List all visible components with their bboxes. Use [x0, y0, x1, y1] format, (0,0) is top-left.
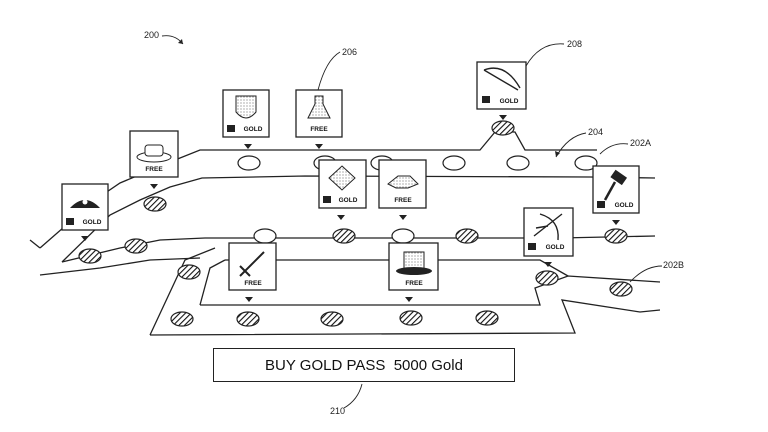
- path-node-completed: [78, 248, 102, 264]
- middle-track-outline: [39, 235, 656, 276]
- reward-tile-sword[interactable]: FREE: [228, 242, 277, 302]
- path-node: [253, 228, 277, 244]
- tile-label: GOLD: [339, 197, 358, 204]
- leader-arrowhead: [178, 39, 183, 44]
- hammer-icon: [610, 169, 628, 186]
- tile-label: FREE: [145, 166, 163, 173]
- tile-pointer: [544, 262, 552, 267]
- tile-pointer: [399, 215, 407, 220]
- ref-path-202a: 202A: [630, 138, 651, 148]
- tile-pointer: [150, 184, 158, 189]
- handshake-icon: [387, 175, 419, 189]
- tile-pointer: [245, 297, 253, 302]
- path-node-completed: [535, 270, 559, 286]
- path-node-completed: [475, 310, 499, 326]
- gem-icon: [328, 165, 356, 191]
- tile-label: FREE: [405, 280, 423, 287]
- path-node: [237, 155, 261, 171]
- path-node: [391, 228, 415, 244]
- tile-pointer: [337, 215, 345, 220]
- tile-pointer: [244, 144, 252, 149]
- tile-pointer: [405, 297, 413, 302]
- reward-tile-top-hat[interactable]: FREE: [388, 242, 439, 302]
- leader-204: [555, 132, 587, 158]
- leader-202a: [599, 143, 629, 155]
- top-hat-brim: [396, 267, 432, 275]
- tile-pointer: [81, 236, 89, 241]
- path-node-completed: [609, 281, 633, 297]
- tile-label: GOLD: [244, 126, 263, 133]
- reward-tile-diamond[interactable]: GOLD: [318, 159, 367, 220]
- tile-label: FREE: [310, 126, 328, 133]
- ref-figure: 200: [144, 30, 159, 40]
- reward-tile-crossbow[interactable]: GOLD: [523, 207, 574, 267]
- ref-button-210: 210: [330, 406, 345, 416]
- tile-pointer: [499, 115, 507, 120]
- tile-label: GOLD: [615, 202, 634, 209]
- hammer-handle: [603, 181, 617, 201]
- reward-tile-hammer[interactable]: GOLD: [592, 165, 640, 225]
- upper-track-left-edge: [29, 239, 41, 249]
- lower-track-inner: [225, 259, 569, 277]
- path-node-completed: [236, 311, 260, 327]
- lock-icon: [482, 96, 490, 103]
- ref-path-204: 204: [588, 127, 603, 137]
- leader-202b: [629, 265, 663, 283]
- lock-icon: [528, 243, 536, 250]
- sword-guard: [239, 265, 251, 277]
- path-node-completed: [177, 264, 201, 280]
- reward-tile-handshake[interactable]: FREE: [378, 159, 427, 220]
- path-node-completed: [143, 196, 167, 212]
- tile-label: GOLD: [83, 219, 102, 226]
- crossbow-icon: [533, 213, 563, 241]
- tile-pointer: [315, 144, 323, 149]
- path-node: [574, 155, 598, 171]
- lock-icon: [227, 125, 235, 132]
- path-node-completed: [491, 120, 515, 136]
- lock-icon: [66, 218, 74, 225]
- path-node-completed: [332, 228, 356, 244]
- path-node-completed: [124, 238, 148, 254]
- path-node-completed: [320, 311, 344, 327]
- path-node: [506, 155, 530, 171]
- path-node-completed: [399, 310, 423, 326]
- leader-208: [525, 43, 565, 67]
- leader-arrowhead: [555, 151, 560, 157]
- leader-210: [343, 383, 363, 409]
- reward-tile-straw-hat[interactable]: FREE: [129, 130, 179, 189]
- path-node: [442, 155, 466, 171]
- tile-pointer: [612, 220, 620, 225]
- reward-tile-potion[interactable]: FREE: [295, 89, 343, 149]
- potion-flask-icon: [307, 95, 331, 119]
- ref-tile-206: 206: [342, 47, 357, 57]
- sword-icon: [239, 251, 265, 277]
- reward-tile-bow[interactable]: GOLD: [476, 61, 527, 120]
- shield-icon: [235, 95, 257, 119]
- reward-tile-pirate-hat[interactable]: GOLD: [61, 183, 109, 241]
- lock-icon: [597, 201, 605, 208]
- skull-mark: [82, 199, 88, 205]
- lock-icon: [323, 196, 331, 203]
- buy-gold-pass-button[interactable]: BUY GOLD PASS 5000 Gold: [213, 348, 515, 382]
- ref-tile-208: 208: [567, 39, 582, 49]
- straw-hat-crown: [144, 144, 164, 157]
- tile-label: GOLD: [546, 244, 565, 251]
- reward-tile-shield[interactable]: GOLD: [222, 89, 270, 149]
- bow-icon: [483, 67, 521, 91]
- leader-206: [317, 51, 341, 91]
- tile-label: FREE: [394, 197, 412, 204]
- ref-path-202b: 202B: [663, 260, 684, 270]
- path-node-completed: [604, 228, 628, 244]
- tile-label: FREE: [244, 280, 262, 287]
- lower-track-outline: [149, 247, 661, 336]
- tile-label: GOLD: [500, 98, 519, 105]
- path-node-completed: [455, 228, 479, 244]
- path-node-completed: [170, 311, 194, 327]
